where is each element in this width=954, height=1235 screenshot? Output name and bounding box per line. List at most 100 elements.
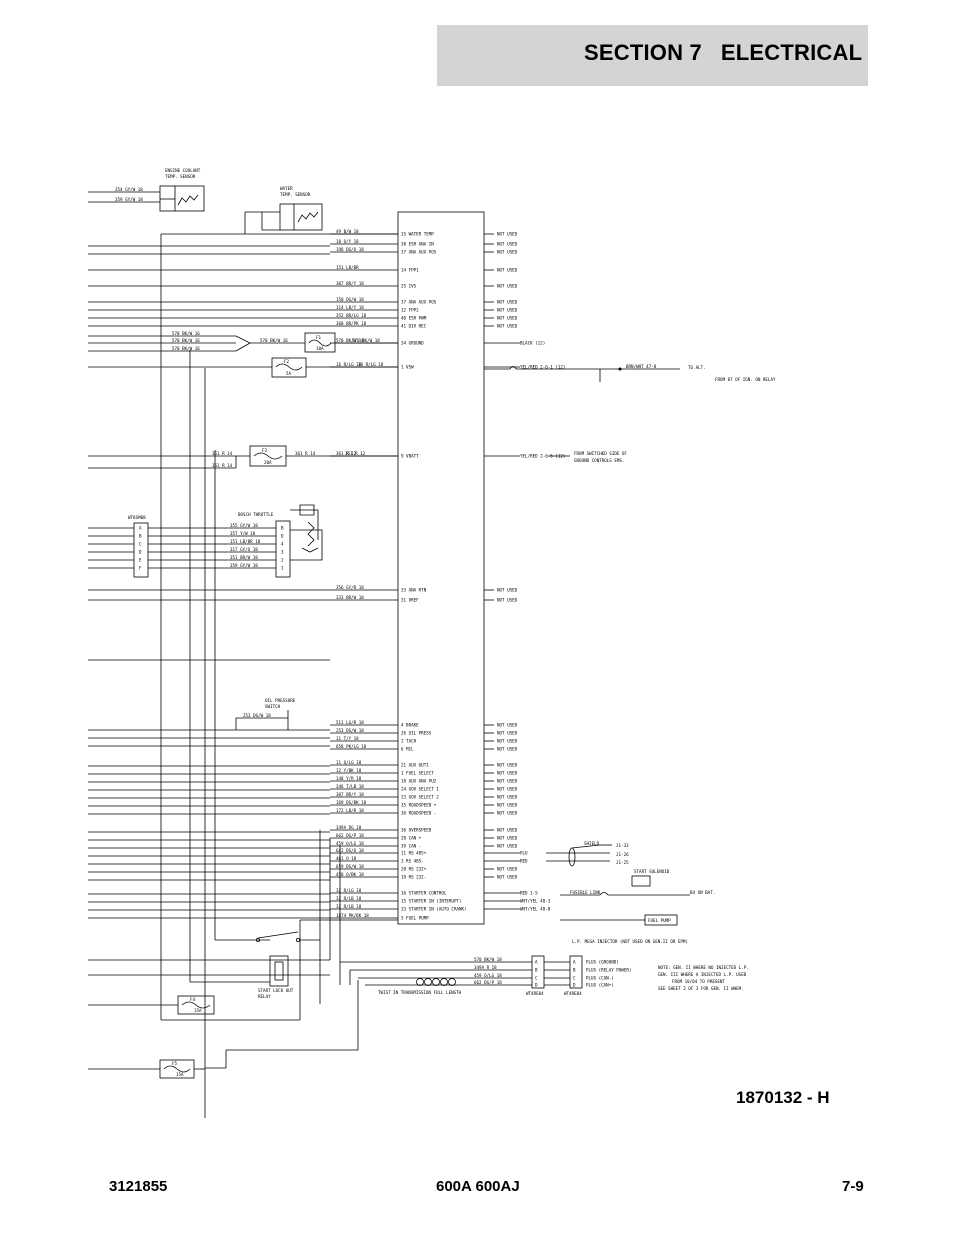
bosch-throttle: BOSCH THROTTLE (238, 504, 323, 578)
ecm-pin-label: 6 MIL (401, 747, 414, 752)
ecm-wire-label: 459 O/LG 18 (336, 841, 364, 846)
svg-text:START LOCK OUT: START LOCK OUT (258, 988, 294, 993)
ecm-pin-label: 38 ESR ANA IN (401, 242, 434, 247)
svg-text:BOSCH THROTTLE: BOSCH THROTTLE (238, 512, 274, 517)
ecm-output-label: NOT USED (497, 723, 518, 728)
ecm-wire-label: 658 PK/LG 18 (336, 744, 367, 749)
svg-text:FUSIBLE LINK: FUSIBLE LINK (570, 890, 601, 895)
ecm-output-label: NOT USED (497, 284, 518, 289)
ecm-pin-label: 37 ANA AUX POS (401, 250, 437, 255)
ecm-output-label: NOT USED (497, 779, 518, 784)
ecm-wire-label: 307 BR/Y 18 (336, 792, 364, 797)
svg-text:570 BK/W 16: 570 BK/W 16 (260, 338, 288, 343)
fuse-f1: F1 10A (304, 332, 336, 353)
throttle-wire-label: 317 GY/O 18 (230, 547, 258, 552)
plug-pin-label: D (573, 983, 576, 988)
ecm-output-label: NOT USED (497, 844, 518, 849)
fuse-f4: F4 15A (88, 995, 215, 1015)
right-annotations: BRN/WHT 47-8 TO ALT. FROM 87 OF IGN. ON … (484, 364, 776, 944)
svg-text:WATER: WATER (280, 186, 293, 191)
svg-text:WT8SM08: WT8SM08 (128, 515, 146, 520)
ecm-pin-label: 37 ANA AUX POS (401, 300, 437, 305)
footer-model: 600A 600AJ (436, 1178, 520, 1195)
ecm-output-label: BLACK (12) (520, 341, 545, 346)
plug-pin-label: C (573, 976, 576, 981)
ecm-output-label: PLU (520, 851, 528, 856)
ecm-pin-label: 39 CAN - (401, 844, 421, 849)
svg-text:TO ALT.: TO ALT. (688, 365, 706, 370)
throttle-pin-label: 4 (281, 542, 284, 547)
svg-text:361 R 12: 361 R 12 (345, 451, 366, 456)
ecm-pin-label: 33 ANA RTN (401, 588, 427, 593)
svg-text:354 GY/W 18: 354 GY/W 18 (115, 187, 143, 192)
ecm-wire-label: 150 DG/W 18 (336, 297, 364, 302)
ecm-wire-label: 169 DG/BK 18 (336, 800, 367, 805)
ecm-wire-label: 662 DG/P 18 (336, 833, 364, 838)
svg-text:F2: F2 (284, 359, 290, 364)
ecm-wire-label: 307 BR/Y 18 (336, 281, 364, 286)
plug-pin-label: A (573, 960, 576, 965)
ecm-output-label: NOT USED (497, 828, 518, 833)
ecm-output-label: NOT USED (497, 771, 518, 776)
svg-text:F5: F5 (172, 1061, 178, 1066)
ecm-wire-label: 114 LB/Y 18 (336, 305, 364, 310)
ecm-wire-label: 458 O/BK 18 (336, 872, 364, 877)
connector-wt8sm08: WT8SM08 (128, 515, 149, 578)
ecm-wire-label: 11 O/LG 18 (336, 760, 362, 765)
fuse-f5: F5 15A (88, 1059, 205, 1079)
ecm-output-label: NOT USED (497, 242, 518, 247)
ecm-output-label: NOT USED (497, 747, 518, 752)
ecm-wire-label: 511 LG/R 18 (336, 720, 364, 725)
ecm-output-label: NOT USED (497, 763, 518, 768)
ecm-wire-label: 16 R/LG 18 (336, 362, 362, 367)
ecm-pin-label: 35 ROADSPEED + (401, 803, 437, 808)
svg-text:J1-25: J1-25 (616, 860, 629, 865)
ecm-output-label: NOT USED (497, 739, 518, 744)
plug-wire-label: 459 O/LG 18 (474, 973, 502, 978)
drawing-number: 1870132 - H (736, 1088, 830, 1107)
svg-text:359 GY/W 18: 359 GY/W 18 (115, 197, 143, 202)
plug-wire-label: 662 DG/P 18 (474, 980, 502, 985)
plug-pin-label: B (573, 968, 576, 973)
plug-function-label: PLUG (CAN-) (586, 976, 614, 981)
svg-text:TEMP. SENSOR: TEMP. SENSOR (165, 174, 196, 179)
connector-pin-label: E (139, 558, 142, 563)
ecm-output-label: WHT/YEL 48-8 (520, 907, 551, 912)
plug-function-label: PLUG (CAN+) (586, 983, 614, 988)
ecm-output-label: YEL/RED 2-6-5 (12) (520, 454, 565, 459)
ecm-wire-label: 32 R/LG 18 (336, 888, 362, 893)
ecm-wire-label: 352 BR/LG 18 (336, 313, 367, 318)
svg-text:253 DG/W 18: 253 DG/W 18 (243, 713, 271, 718)
svg-text:570 BK/W 16: 570 BK/W 16 (172, 331, 200, 336)
svg-text:L.P. MEGA INJECTOR (NOT USED O: L.P. MEGA INJECTOR (NOT USED ON GEN.II O… (572, 939, 688, 944)
svg-text:WT4RE04: WT4RE04 (564, 991, 582, 996)
svg-text:FUEL PUMP: FUEL PUMP (648, 918, 671, 923)
ecm-pin-label: 34 GROUND (401, 341, 424, 346)
svg-text:F3: F3 (262, 448, 268, 453)
ecm-wire-label: 148 Y/R 18 (336, 776, 362, 781)
ecm-pin-label: 26 OIL PRESS (401, 731, 432, 736)
svg-text:GEN. III WHERE A INJECTED L.P.: GEN. III WHERE A INJECTED L.P. USED (658, 972, 747, 977)
svg-text:BRN/WHT 47-8: BRN/WHT 47-8 (626, 364, 657, 369)
ecm-pin-label: 31 VREF (401, 598, 419, 603)
ecm-output-label: YEL/RED 2-6-1 (12) (520, 365, 565, 370)
ecm-pin-label: 18 AUX ANA PU2 (401, 779, 437, 784)
ecm-pin-label: 24 GOV SELECT 1 (401, 787, 439, 792)
ecm-output-label: NOT USED (497, 795, 518, 800)
plug-wire-label: 570 BK/W 18 (474, 957, 502, 962)
ecm-output-label: NOT USED (497, 875, 518, 880)
svg-text:SWITCH: SWITCH (265, 704, 281, 709)
ecm-output-label: NOT USED (497, 803, 518, 808)
ecm-pin-label: 15 WATER TEMP (401, 232, 434, 237)
svg-text:NOTE: GEN. II WHERE NO INJECTE: NOTE: GEN. II WHERE NO INJECTED L.P. (658, 965, 749, 970)
fuse-f2: F2 5A 16 R/LG 18 (88, 357, 398, 378)
coolant-temp-sensor: ENGINE COOLANT TEMP. SENSOR 354 GY/W 18 … (88, 168, 205, 212)
ecm-pin-label: 40 ESR PWM (401, 316, 427, 321)
svg-text:OIL PRESSURE: OIL PRESSURE (265, 698, 296, 703)
plug-connectors: WT4RE04 WT4RE04 TWIST IN TRANSMISSION FU… (340, 955, 749, 996)
ecm-output-label: RED (520, 859, 528, 864)
start-lockout-relay: START LOCK OUT RELAY (255, 931, 320, 999)
